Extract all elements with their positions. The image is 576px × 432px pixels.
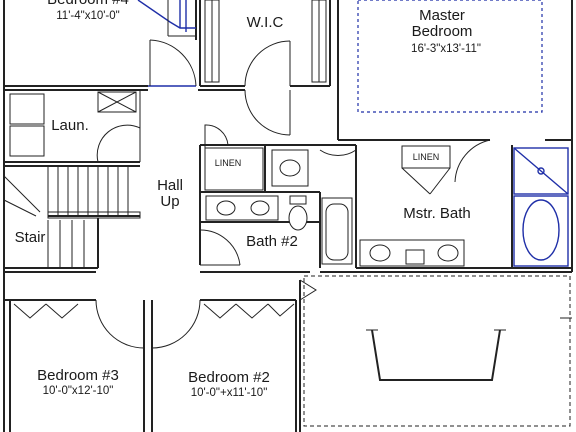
master-bath-name: Mstr. Bath [403, 205, 471, 222]
master-name-1: Master [419, 7, 465, 24]
bedroom2-dims: 10'-0"+x11'-10" [191, 387, 268, 399]
labels: Bedroom #4 11'-4"x10'-0" W.I.C Master Be… [15, 0, 481, 399]
stair-details [3, 166, 141, 268]
master-bath-details [319, 145, 569, 267]
walls [3, 0, 573, 432]
master-details [357, 0, 543, 183]
linen-master-label: LINEN [413, 152, 440, 162]
laundry-details [9, 90, 141, 163]
wic-details [204, 0, 327, 136]
bedroom4-name: Bedroom #4 [47, 0, 129, 8]
bedroom4-dims: 11'-4"x10'-0" [56, 10, 120, 22]
bedroom3-name: Bedroom #3 [37, 367, 119, 384]
bedroom-details [13, 279, 317, 349]
bedroom2-name: Bedroom #2 [188, 369, 270, 386]
master-name-2: Bedroom [412, 23, 473, 40]
hall-name-1: Hall [157, 177, 183, 194]
roof-area [303, 275, 572, 427]
stair-name: Stair [15, 229, 46, 246]
laundry-name: Laun. [51, 117, 89, 134]
wic-name: W.I.C [247, 14, 284, 31]
master-dims: 16'-3"x13'-11" [411, 43, 481, 55]
bedroom4-details [137, 0, 197, 87]
linen-hall-label: LINEN [215, 158, 242, 168]
bath2-details [199, 124, 353, 266]
bedroom3-dims: 10'-0"x12'-10" [43, 385, 114, 397]
bath2-name: Bath #2 [246, 233, 298, 250]
hall-name-2: Up [160, 193, 179, 210]
